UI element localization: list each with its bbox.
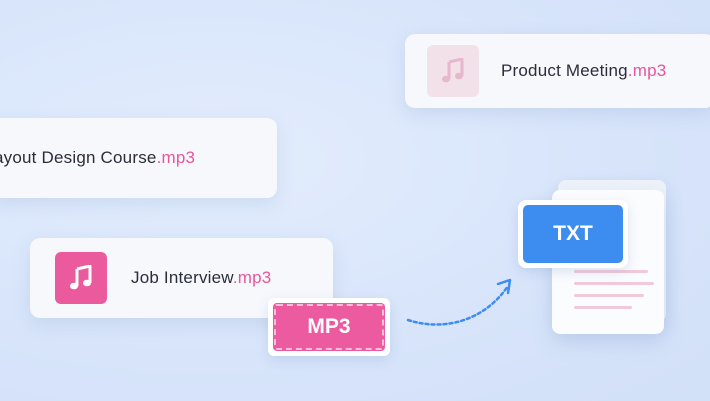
text-line: [574, 282, 654, 285]
text-line: [574, 270, 648, 273]
text-line: [574, 294, 644, 297]
curved-arrow-icon: [406, 278, 512, 326]
music-note-icon: [427, 45, 479, 97]
txt-format-badge: TXT: [518, 200, 628, 268]
file-extension: .mp3: [627, 61, 667, 80]
music-note-icon: [55, 252, 107, 304]
file-extension: .mp3: [156, 148, 196, 167]
file-base-name: Job Interview: [131, 268, 233, 287]
mp3-label: MP3: [273, 303, 385, 351]
file-name: ayout Design Course.mp3: [0, 148, 195, 168]
file-name: Job Interview.mp3: [131, 268, 271, 288]
file-base-name: ayout Design Course: [0, 148, 157, 167]
audio-file-card-layout-design-course: ayout Design Course.mp3: [0, 118, 277, 198]
file-base-name: Product Meeting: [501, 61, 628, 80]
audio-file-card-product-meeting: Product Meeting.mp3: [405, 34, 710, 108]
file-name: Product Meeting.mp3: [501, 61, 666, 81]
text-line: [574, 306, 632, 309]
mp3-format-badge: MP3: [268, 298, 390, 356]
txt-label: TXT: [523, 205, 623, 263]
file-extension: .mp3: [232, 268, 272, 287]
